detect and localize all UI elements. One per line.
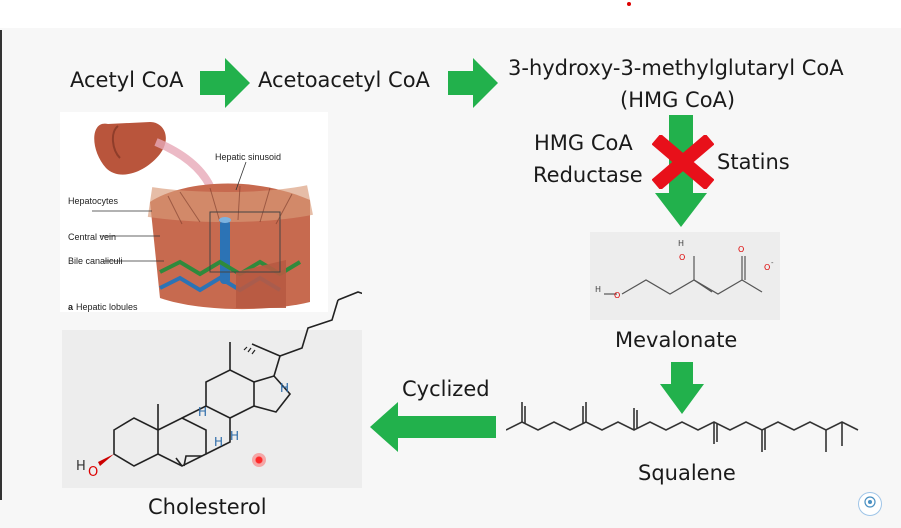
mevalonate-label: Mevalonate [615, 328, 738, 352]
hmg-coa-abbrev-label: (HMG CoA) [620, 88, 736, 112]
mevalonate-charge: - [771, 259, 774, 267]
acetoacetyl-coa-label: Acetoacetyl CoA [258, 68, 430, 92]
mevalonate-atom-o-carboxyl: O [738, 245, 744, 254]
central-vein-label: Central vein [68, 232, 117, 242]
hepatic-lobule-illustration [92, 122, 313, 310]
arrow-mevalonate-to-squalene [660, 362, 704, 414]
cholesterol-label: Cholesterol [148, 495, 267, 519]
squalene-structure [506, 402, 859, 452]
logo-mark-icon [864, 496, 876, 508]
enzyme-label-line2: Reductase [533, 163, 643, 187]
hepatocytes-label: Hepatocytes [68, 196, 119, 206]
figure-caption: Hepatic lobules [76, 302, 138, 312]
statins-label: Statins [717, 150, 790, 174]
hepatic-sinusoid-label: Hepatic sinusoid [215, 152, 282, 162]
cyclized-label: Cyclized [402, 377, 490, 401]
cholesterol-h-14: H [230, 429, 239, 443]
channel-logo-icon [858, 492, 882, 516]
mevalonate-atom-o-minus: O [764, 263, 770, 272]
laser-pointer-dot [627, 2, 631, 6]
statins-inhibition-x-icon [652, 135, 714, 189]
cholesterol-h-17: H [280, 381, 289, 395]
arrow-acetoacetyl-to-hmg [448, 58, 498, 108]
cholesterol-atom-h: H [76, 459, 86, 474]
enzyme-label-line1: HMG CoA [534, 131, 633, 155]
mevalonate-atom-o-left: O [614, 291, 620, 300]
mevalonate-atom-o-top: O [679, 253, 685, 262]
cholesterol-structure: H O H H H H [76, 291, 362, 480]
mevalonate-structure: H O H O O O - [595, 239, 774, 300]
cholesterol-atom-o: O [88, 465, 98, 480]
slide-left-edge [0, 30, 2, 500]
bile-canaliculi-label: Bile canaliculi [68, 256, 123, 266]
hmg-coa-label: 3-hydroxy-3-methylglutaryl CoA [508, 56, 844, 80]
mevalonate-structure-panel: H O H O O O - [590, 232, 780, 320]
mevalonate-atom-h-top: H [678, 239, 684, 248]
mevalonate-atom-h-left: H [595, 285, 601, 294]
pointer-highlight [252, 453, 266, 467]
hepatic-lobule-figure: Hepatic sinusoid Hepatocytes Central vei… [60, 112, 328, 312]
acetyl-coa-label: Acetyl CoA [70, 68, 184, 92]
arrow-squalene-to-cholesterol [370, 402, 496, 452]
squalene-label: Squalene [638, 461, 736, 485]
cholesterol-h-8: H [214, 435, 223, 449]
figure-caption-letter: a [68, 302, 74, 312]
cholesterol-h-9: H [198, 405, 207, 419]
arrow-acetyl-to-acetoacetyl [200, 58, 250, 108]
